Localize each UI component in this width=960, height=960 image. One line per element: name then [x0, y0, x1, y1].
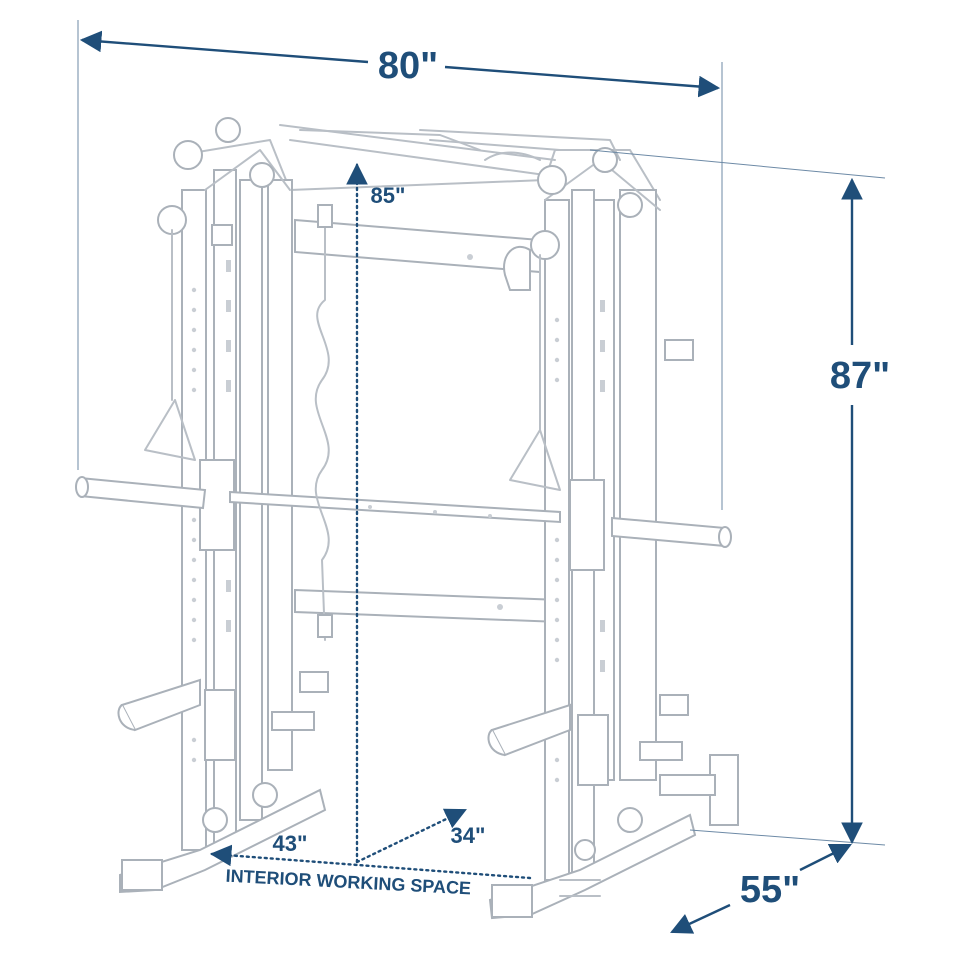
height-dimension: 87": [589, 149, 890, 846]
width-label: 80": [378, 45, 438, 87]
weight-storage-horns: [271, 339, 739, 826]
interior-height-dimension: 85": [346, 162, 406, 864]
dimension-annotations: 80" 87" 55" 85" 43" 34": [77, 20, 890, 934]
upright-holes: [191, 260, 605, 783]
olympic-bar: [75, 476, 732, 548]
interior-width-label: 43": [273, 831, 308, 856]
depth-dimension: 55": [670, 843, 852, 934]
width-dimension: 80": [77, 20, 723, 510]
depth-label: 55": [740, 869, 800, 911]
smith-machine-rack-illustration: [75, 117, 739, 920]
pulleys: [157, 117, 643, 861]
interior-depth-dimension: 34": [355, 808, 486, 864]
interior-height-label: 85": [371, 183, 406, 208]
safety-arms: [117, 224, 571, 757]
ez-curl-bar: [314, 204, 333, 641]
interior-width-dimension: 43": [209, 831, 532, 880]
height-label: 87": [830, 355, 890, 397]
base-feet: [119, 788, 697, 920]
interior-depth-label: 34": [451, 823, 486, 848]
cable-handles: [144, 229, 561, 491]
